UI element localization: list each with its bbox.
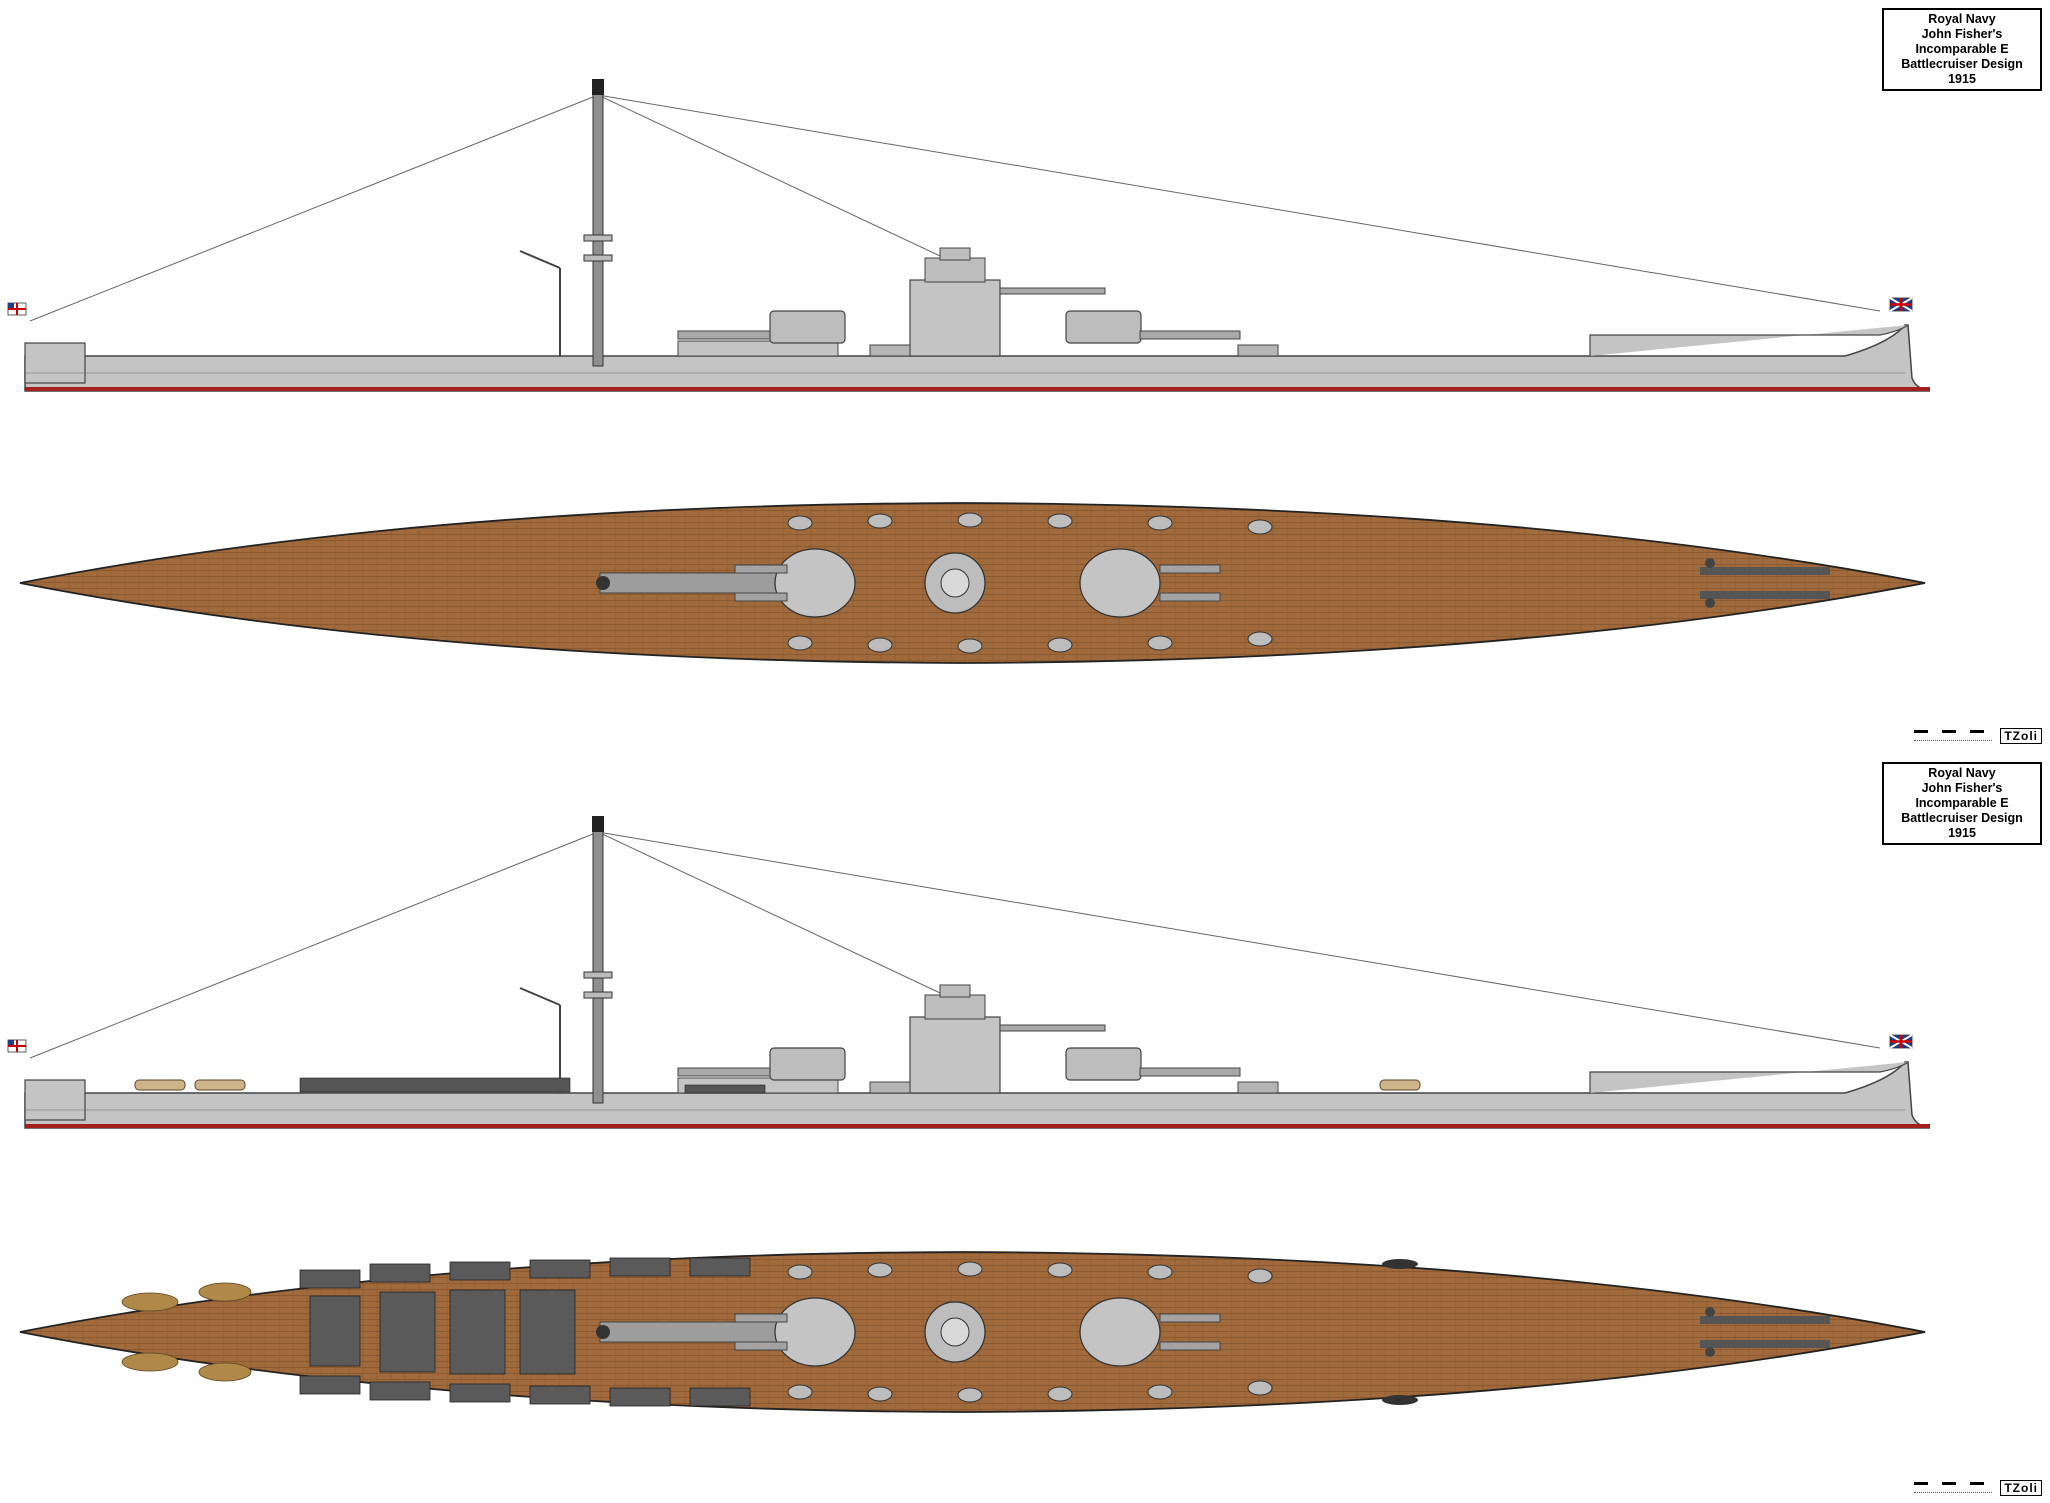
title-line: Incomparable E — [1915, 42, 2009, 56]
scale-bar — [1914, 1482, 1993, 1494]
plan-view-clean — [19, 502, 1926, 664]
title-line: 1915 — [1948, 826, 1976, 840]
signature-block-1: TZoli — [1914, 728, 2042, 744]
union-jack-flag-icon — [1889, 297, 1913, 312]
white-ensign-icon — [7, 302, 27, 316]
title-box-2: Royal Navy John Fisher's Incomparable E … — [1882, 762, 2042, 845]
union-jack-flag-icon — [1889, 1034, 1913, 1049]
title-line: Royal Navy — [1928, 766, 1996, 780]
plan-view-boats — [19, 1251, 1926, 1413]
title-line: 1915 — [1948, 72, 1976, 86]
title-line: Battlecruiser Design — [1901, 811, 2023, 825]
side-profile-boats — [7, 815, 1931, 1129]
title-line: Incomparable E — [1915, 796, 2009, 810]
title-line: John Fisher's — [1921, 781, 2003, 795]
signature-block-2: TZoli — [1914, 1480, 2042, 1496]
title-line: John Fisher's — [1921, 27, 2003, 41]
author-signature: TZoli — [2000, 728, 2042, 744]
author-signature: TZoli — [2000, 1480, 2042, 1496]
side-profile-clean — [7, 78, 1931, 392]
title-box-1: Royal Navy John Fisher's Incomparable E … — [1882, 8, 2042, 91]
title-line: Royal Navy — [1928, 12, 1996, 26]
scale-bar — [1914, 730, 1993, 742]
title-line: Battlecruiser Design — [1901, 57, 2023, 71]
white-ensign-icon — [7, 1039, 27, 1053]
